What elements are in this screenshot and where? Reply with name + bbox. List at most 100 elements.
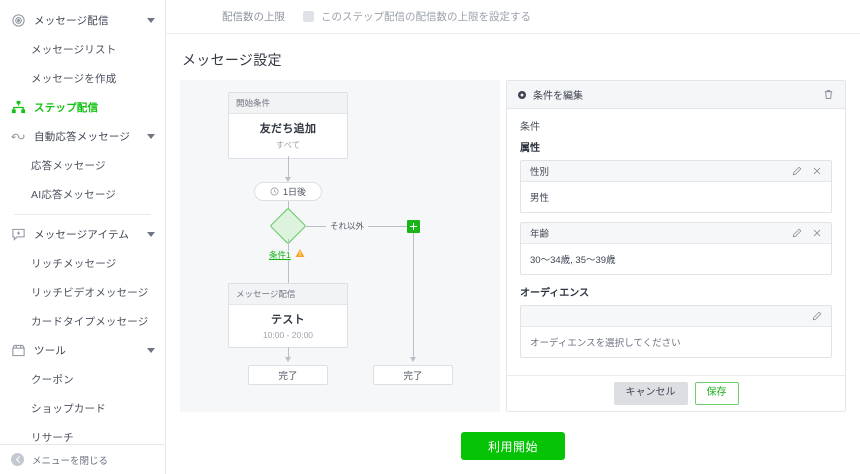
attribute-value: 30〜34歳, 35〜39歳 <box>530 255 616 266</box>
edit-attribute-button[interactable] <box>787 224 807 243</box>
sidebar-collapse-label: メニューを閉じる <box>32 455 109 467</box>
attribute-header: 性別 <box>521 161 831 182</box>
sidebar-item-card-type-message[interactable]: カードタイプメッセージ <box>31 316 149 328</box>
sidebar-group-message-item[interactable]: メッセージアイテム <box>0 220 165 249</box>
sidebar-item-rich-video-message[interactable]: リッチビデオメッセージ <box>31 287 149 299</box>
sidebar-item-rich-message[interactable]: リッチメッセージ <box>31 258 117 270</box>
sidebar-item-ai-reply-message[interactable]: AI応答メッセージ <box>31 189 117 201</box>
delivery-limit-bar: 配信数の上限 このステップ配信の配信数の上限を設定する <box>166 0 860 34</box>
flow-edge-cond-to-message <box>288 260 289 284</box>
sidebar-group-message-delivery[interactable]: メッセージ配信 <box>0 6 165 35</box>
flow-node-subtitle: すべて <box>275 140 301 150</box>
sidebar-item-shop-card[interactable]: ショップカード <box>31 403 106 415</box>
target-dot-icon <box>517 90 527 100</box>
chevron-down-icon[interactable] <box>147 134 155 139</box>
cta-container: 利用開始 <box>166 432 860 460</box>
warning-triangle-icon <box>295 248 305 257</box>
sidebar-group-label: ステップ配信 <box>34 102 99 114</box>
flow-branch-else-label: それ以外 <box>326 220 369 232</box>
main-content: 配信数の上限 このステップ配信の配信数の上限を設定する メッセージ設定 開始条件… <box>166 0 860 474</box>
audience-card: オーディエンスを選択してください <box>520 305 832 358</box>
chevron-down-icon[interactable] <box>147 18 155 23</box>
settings-content: 開始条件 友だち追加 すべて 1日後 <box>180 80 846 412</box>
flow-node-body: 友だち追加 すべて <box>229 114 347 158</box>
flow-node-start[interactable]: 開始条件 友だち追加 すべて <box>228 92 348 159</box>
clock-icon <box>270 187 279 196</box>
flow-condition-link[interactable]: 条件1 <box>269 250 291 260</box>
step-delivery-icon <box>11 100 26 115</box>
remove-attribute-button[interactable] <box>807 224 827 243</box>
remove-attribute-button[interactable] <box>807 162 827 181</box>
flow-edge-plus-to-end <box>413 233 414 360</box>
attribute-section-label: 属性 <box>520 143 540 154</box>
audience-header <box>521 306 831 327</box>
chevron-down-icon[interactable] <box>147 348 155 353</box>
start-using-button[interactable]: 利用開始 <box>461 432 565 460</box>
target-icon <box>11 13 26 28</box>
sidebar-group-label: メッセージアイテム <box>34 229 130 241</box>
sidebar-collapse-button[interactable]: メニューを閉じる <box>0 444 165 474</box>
pencil-icon <box>792 228 802 238</box>
flow-node-message[interactable]: メッセージ配信 テスト 10:00 - 20:00 <box>228 283 348 348</box>
sidebar: メッセージ配信 メッセージリスト メッセージを作成 ステップ配信 <box>0 0 166 474</box>
delivery-limit-label: 配信数の上限 <box>222 11 285 23</box>
flow-node-title: 友だち追加 <box>259 123 317 135</box>
close-icon <box>813 167 821 175</box>
attribute-card-age: 年齢 30〜34歳 <box>520 222 832 275</box>
flow-add-branch-button[interactable] <box>407 220 420 233</box>
sidebar-group-label: ツール <box>34 345 67 357</box>
flow-node-end-1[interactable]: 完了 <box>248 365 328 385</box>
flow-delay-label: 1日後 <box>282 187 306 197</box>
delivery-limit-checkbox-label: このステップ配信の配信数の上限を設定する <box>321 11 531 23</box>
sidebar-item-create-message[interactable]: メッセージを作成 <box>31 73 117 85</box>
audience-section-label: オーディエンス <box>520 288 590 299</box>
pencil-icon <box>812 311 822 321</box>
sidebar-group-tools[interactable]: ツール <box>0 336 165 365</box>
attribute-card-gender: 性別 男性 <box>520 160 832 213</box>
chevron-down-icon[interactable] <box>147 232 155 237</box>
flow-canvas[interactable]: 開始条件 友だち追加 すべて 1日後 <box>180 80 500 412</box>
auto-reply-icon <box>11 129 26 144</box>
edit-audience-button[interactable] <box>807 307 827 326</box>
close-icon <box>813 229 821 237</box>
attribute-header: 年齢 <box>521 223 831 244</box>
flow-node-title: テスト <box>271 314 305 326</box>
edit-attribute-button[interactable] <box>787 162 807 181</box>
audience-placeholder: オーディエンスを選択してください <box>530 338 681 349</box>
sidebar-item-coupon[interactable]: クーポン <box>31 374 74 386</box>
delivery-limit-checkbox[interactable] <box>303 11 314 22</box>
sidebar-group-label: 自動応答メッセージ <box>34 131 131 143</box>
flow-node-subtitle: 10:00 - 20:00 <box>262 330 314 340</box>
sidebar-group-step-delivery[interactable]: ステップ配信 <box>0 93 165 122</box>
panel-body: 条件 属性 性別 <box>507 109 845 375</box>
flow-node-end-2[interactable]: 完了 <box>373 365 453 385</box>
flow-node-header: メッセージ配信 <box>229 284 347 305</box>
collapse-left-icon <box>11 453 24 466</box>
condition-edit-panel: 条件を編集 条件 属性 性別 <box>506 80 846 412</box>
flow-node-delay[interactable]: 1日後 <box>254 182 322 201</box>
panel-footer: キャンセル 保存 <box>507 375 845 411</box>
attribute-name: 性別 <box>530 167 550 178</box>
pencil-icon <box>792 166 802 176</box>
message-item-icon <box>11 227 26 242</box>
trash-icon <box>824 90 832 99</box>
sidebar-item-message-list[interactable]: メッセージリスト <box>31 44 117 56</box>
sidebar-divider <box>14 214 151 215</box>
save-button[interactable]: 保存 <box>694 382 739 405</box>
sidebar-scroll[interactable]: メッセージ配信 メッセージリスト メッセージを作成 ステップ配信 <box>0 0 165 444</box>
page-title: メッセージ設定 <box>182 52 282 68</box>
cancel-button[interactable]: キャンセル <box>613 382 688 405</box>
sidebar-item-research[interactable]: リサーチ <box>31 432 74 444</box>
flow-arrowhead <box>284 177 291 182</box>
delete-condition-button[interactable] <box>819 86 837 104</box>
sidebar-group-auto-reply[interactable]: 自動応答メッセージ <box>0 122 165 151</box>
sidebar-group-label: メッセージ配信 <box>34 15 109 27</box>
panel-header: 条件を編集 <box>507 81 845 109</box>
panel-title: 条件を編集 <box>533 91 583 102</box>
flow-arrowhead <box>410 357 416 362</box>
flow-node-body: テスト 10:00 - 20:00 <box>229 305 347 347</box>
sidebar-item-reply-message[interactable]: 応答メッセージ <box>31 160 106 172</box>
flow-edge-start-to-delay <box>288 156 289 181</box>
tool-icon <box>11 343 26 358</box>
